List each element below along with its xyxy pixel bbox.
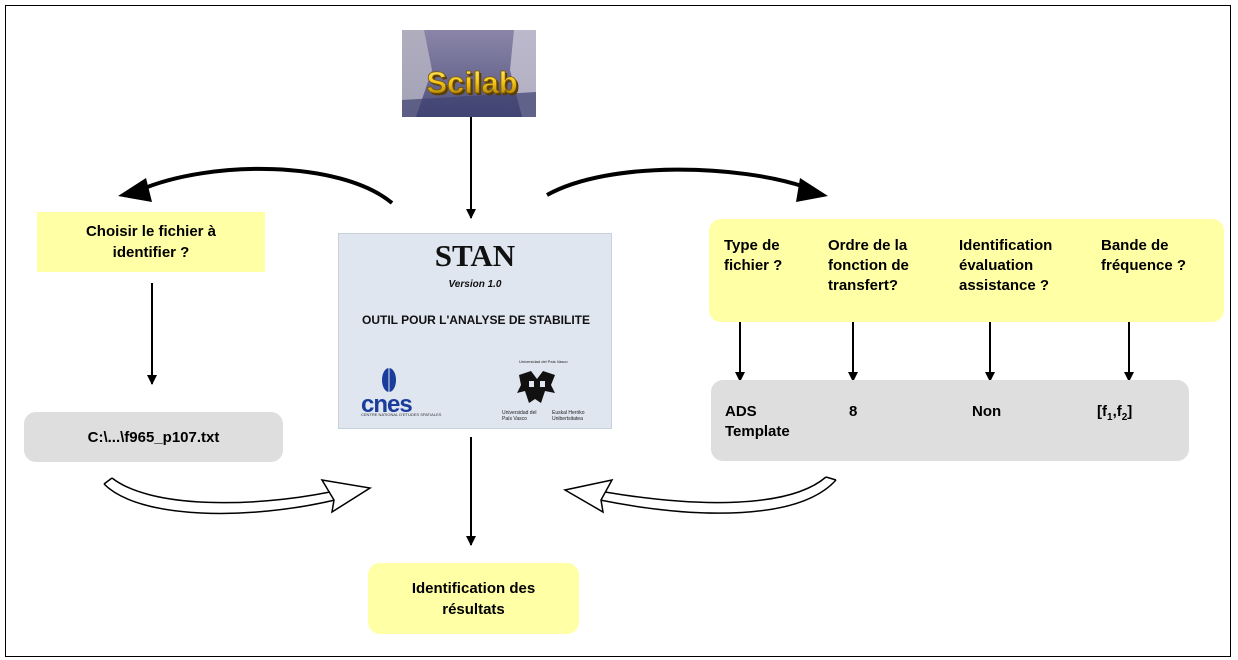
results-label: Identification des résultats [411, 579, 536, 618]
selected-file-path: C:\...\f965_p107.txt [87, 428, 220, 446]
frequency-band-value: [f1,f2] [1097, 403, 1133, 423]
answer-file-type: ADS Template [725, 403, 790, 440]
stan-description: OUTIL POUR L'ANALYSE DE STABILITE [362, 313, 590, 327]
cnes-caption: CENTRE NATIONAL D'ETUDES SPATIALES [361, 412, 442, 417]
parameters-question-box: Type de fichier ? Ordre de la fonction d… [709, 219, 1224, 322]
results-box: Identification des résultats [368, 563, 579, 634]
scilab-logo: Scilab Scilab [402, 30, 536, 117]
curved-arrow-bottom-left [103, 477, 373, 515]
answer-transfer-order: 8 [849, 403, 858, 420]
selected-file-box: C:\...\f965_p107.txt [24, 412, 283, 462]
answer-identification-assistance: Non [972, 403, 1002, 420]
curved-arrow-bottom-right [562, 476, 837, 514]
cnes-globe-icon [382, 366, 396, 394]
stan-splash-panel: STAN Version 1.0 OUTIL POUR L'ANALYSE DE… [338, 233, 612, 429]
parameters-answer-box: ADS Template 8 Non [f1,f2] [711, 380, 1189, 461]
curved-arrow-top-right [546, 167, 828, 202]
ehu-left-caption: Universidad del País Vasco [502, 410, 537, 422]
curved-arrow-top-left [118, 166, 394, 205]
scilab-logo-text: Scilab [426, 65, 517, 100]
choose-file-question-box: Choisir le fichier à identifier ? [37, 212, 265, 272]
question-frequency-band: Bande de fréquence ? [1101, 237, 1187, 274]
question-file-type: Type de fichier ? [724, 237, 783, 274]
diagram-frame [5, 5, 1231, 657]
stan-title: STAN [434, 238, 516, 273]
ehu-top-caption: Universidad del País Vasco [519, 359, 568, 364]
stan-version: Version 1.0 [448, 279, 502, 290]
question-identification-assistance: Identification évaluation assistance ? [959, 237, 1053, 294]
svg-text:Scilab: Scilab [428, 67, 519, 102]
answer-frequency-band: [f1,f2] [1097, 402, 1132, 428]
ehu-emblem-icon [517, 371, 555, 403]
ehu-right-caption: Euskal Herriko Unibertsitatea [552, 410, 585, 422]
question-transfer-order: Ordre de la fonction de transfert? [828, 237, 909, 294]
choose-file-question: Choisir le fichier à identifier ? [85, 223, 217, 261]
cnes-logo: cnes [361, 391, 413, 418]
